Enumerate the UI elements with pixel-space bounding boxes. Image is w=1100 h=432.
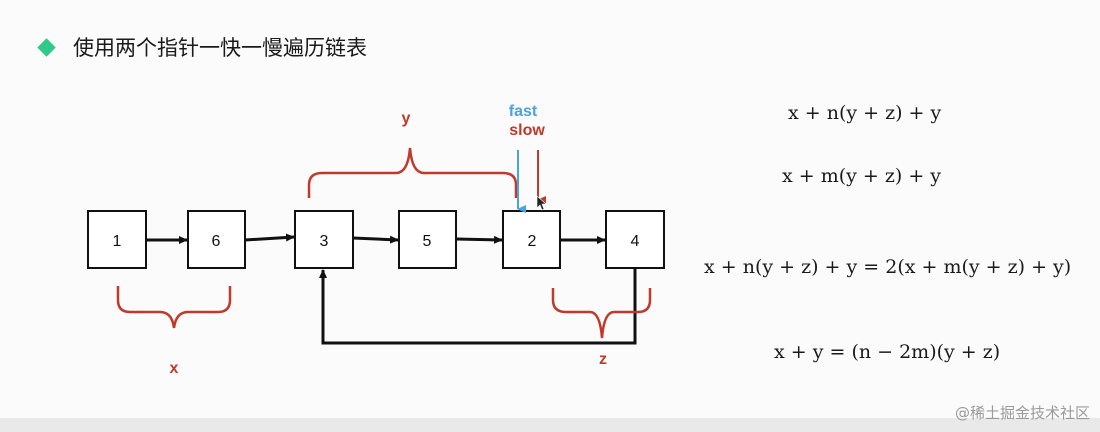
node-3: 3 — [294, 210, 354, 269]
slide-heading: 使用两个指针一快一慢遍历链表 — [36, 30, 367, 64]
bottom-bar — [0, 418, 1100, 432]
node-5: 2 — [502, 210, 561, 269]
x-brace — [116, 286, 232, 329]
fast-pointer-label: fast — [509, 103, 538, 120]
formula-result: x + y = (n − 2m)(y + z) — [774, 341, 1001, 363]
mouse-cursor-icon — [536, 195, 547, 211]
formula-equation: x + n(y + z) + y = 2(x + m(y + z) + y) — [704, 256, 1072, 278]
node-4: 5 — [398, 210, 457, 269]
node-4-label: 5 — [423, 233, 432, 250]
node-1: 1 — [87, 210, 147, 269]
link-arrow — [455, 235, 503, 244]
z-label: z — [599, 351, 607, 368]
node-2: 6 — [187, 210, 246, 269]
x-label: x — [170, 360, 179, 377]
y-brace — [307, 147, 518, 198]
node-1-label: 1 — [113, 233, 122, 250]
node-6: 4 — [605, 210, 665, 269]
z-brace — [551, 288, 652, 339]
cycle-back-link — [319, 268, 637, 345]
node-5-label: 2 — [528, 233, 537, 250]
node-3-label: 3 — [320, 233, 329, 250]
node-6-label: 4 — [631, 233, 640, 250]
watermark: @稀土掘金技术社区 — [954, 404, 1090, 422]
heading-text: 使用两个指针一快一慢遍历链表 — [73, 36, 367, 60]
slow-pointer-label: slow — [509, 122, 545, 139]
formula-slow-distance: x + m(y + z) + y — [782, 165, 942, 187]
link-arrow — [244, 233, 295, 242]
node-2-label: 6 — [212, 233, 221, 250]
formula-fast-distance: x + n(y + z) + y — [788, 102, 942, 124]
link-arrow — [352, 235, 399, 244]
y-label: y — [402, 110, 411, 127]
